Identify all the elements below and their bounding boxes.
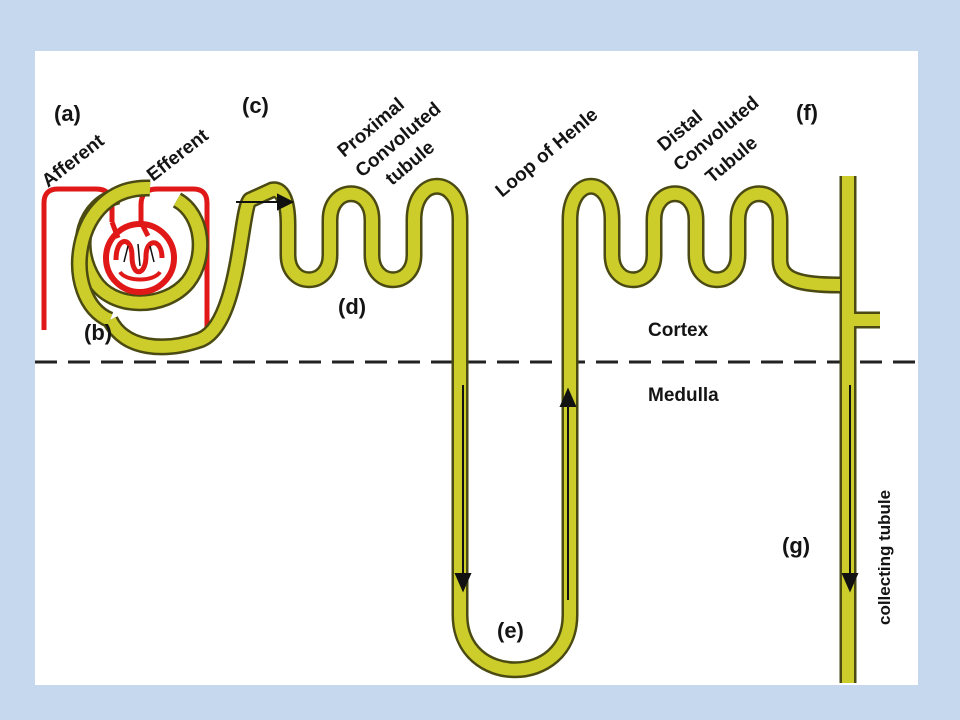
label-medulla: Medulla <box>648 385 719 406</box>
flow-arrows <box>236 193 859 600</box>
efferent-arteriole <box>138 186 210 330</box>
label-cortex: Cortex <box>648 320 709 341</box>
label-a: (a) <box>54 101 81 126</box>
label-g: (g) <box>782 533 810 558</box>
label-collecting-tubule: collecting tubule <box>875 490 894 625</box>
tubule-fill <box>77 176 880 683</box>
label-efferent: Efferent <box>143 125 213 186</box>
label-f: (f) <box>796 100 818 125</box>
nephron-tubule <box>71 176 880 683</box>
label-c: (c) <box>242 93 269 118</box>
label-d: (d) <box>338 294 366 319</box>
label-b: (b) <box>84 320 112 345</box>
bowmans-capsule-fill <box>73 181 151 326</box>
nephron-diagram: (a) (c) (b) (d) (e) (f) (g) Afferent Eff… <box>35 93 918 683</box>
glomerulus <box>103 220 177 295</box>
label-e: (e) <box>497 618 524 643</box>
label-afferent: Afferent <box>38 130 109 192</box>
diagram-panel: (a) (c) (b) (d) (e) (f) (g) Afferent Eff… <box>35 51 918 685</box>
